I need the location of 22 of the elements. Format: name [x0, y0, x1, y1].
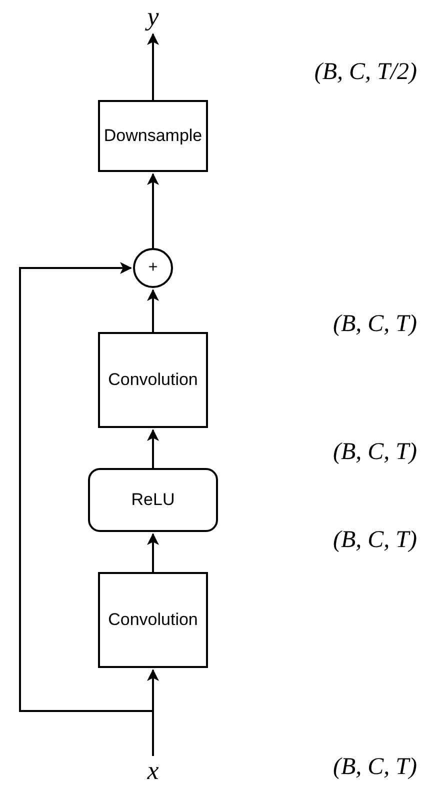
- layer-box: [98, 100, 208, 172]
- shape-label: (B, C, T): [333, 312, 417, 336]
- arrow: [147, 533, 159, 572]
- activation-box: [88, 468, 218, 532]
- arrow: [19, 262, 154, 756]
- shape-label: (B, C, T/2): [314, 60, 417, 84]
- shape-label: (B, C, T): [333, 528, 417, 552]
- arrow: [147, 33, 159, 100]
- block-label: Convolution: [108, 369, 198, 391]
- layer-box: [98, 332, 208, 428]
- variable-label: x: [147, 758, 159, 784]
- arrow: [147, 173, 159, 248]
- arrow: [147, 289, 159, 332]
- block-label: Convolution: [108, 609, 198, 631]
- variable-label: y: [147, 4, 159, 30]
- plus-sign: +: [148, 260, 158, 276]
- shape-label: (B, C, T): [333, 755, 417, 779]
- block-label: ReLU: [131, 489, 175, 511]
- layer-box: [98, 572, 208, 668]
- shape-label: (B, C, T): [333, 440, 417, 464]
- arrow: [147, 429, 159, 468]
- block-label: Downsample: [104, 125, 202, 147]
